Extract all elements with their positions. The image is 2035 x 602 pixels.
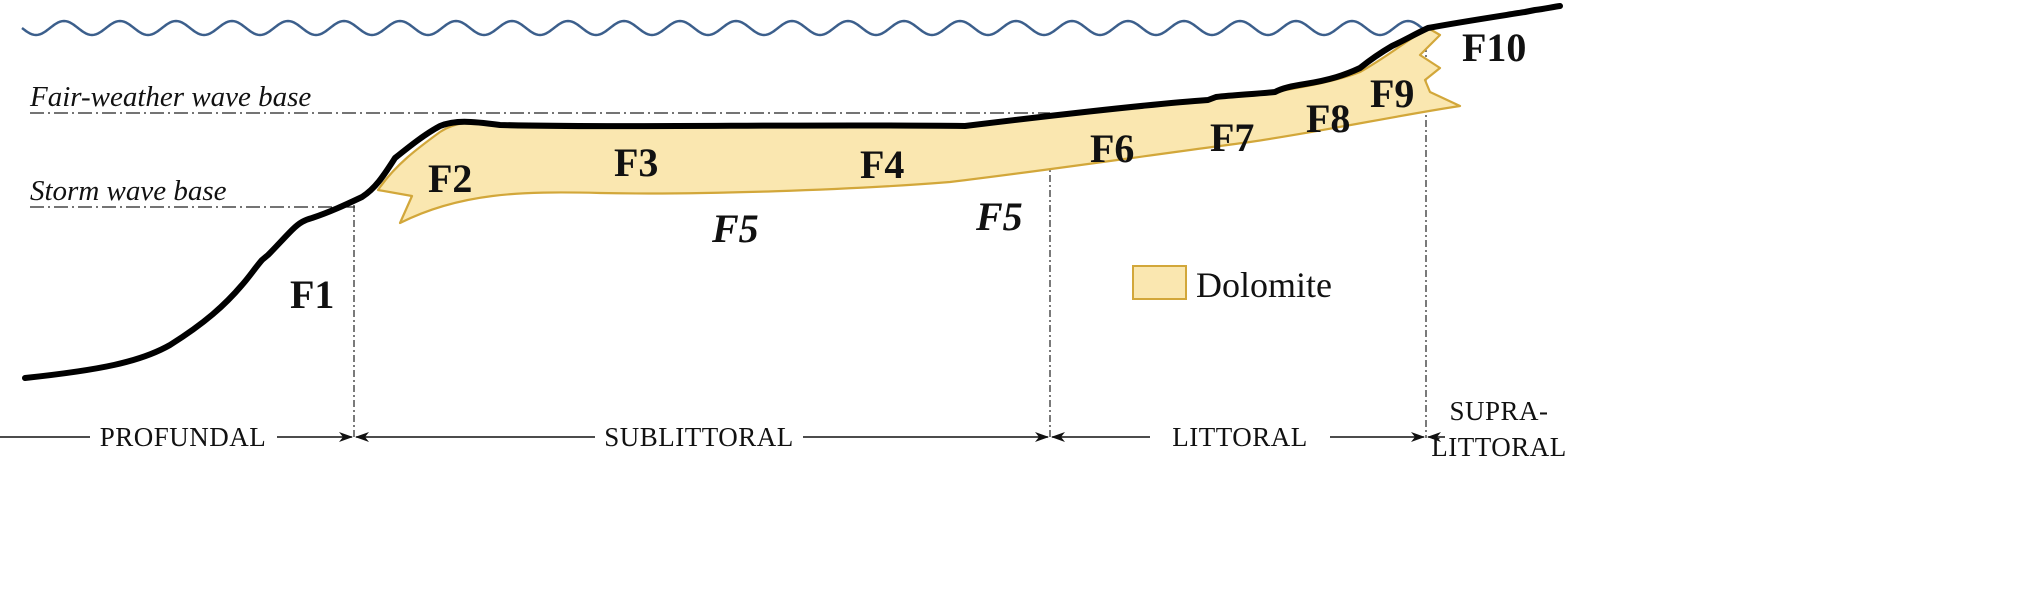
lake-bottom-profile: [22, 3, 1563, 381]
facies-label-f7: F7: [1210, 115, 1254, 160]
fair-weather-wave-base-label: Fair-weather wave base: [29, 81, 311, 113]
zone-label-littoral: LITTORAL: [1172, 422, 1307, 452]
zone-label-sublittoral: SUBLITTORAL: [604, 422, 794, 452]
facies-label-f6: F6: [1090, 126, 1134, 171]
facies-label-f8: F8: [1306, 96, 1350, 141]
facies-label-f4: F4: [860, 142, 904, 187]
legend-swatch-dolomite: [1132, 265, 1187, 300]
zone-label-supralittoral-line1: SUPRA-: [1449, 396, 1548, 426]
legend-label-dolomite: Dolomite: [1196, 265, 1332, 305]
zone-label-supralittoral-line2: LITTORAL: [1431, 432, 1566, 462]
facies-label-f1: F1: [290, 272, 334, 317]
zone-label-profundal: PROFUNDAL: [100, 422, 267, 452]
facies-label-f3: F3: [614, 140, 658, 185]
facies-label-f5-right: F5: [975, 194, 1023, 239]
water-surface-wave: [21, 19, 1431, 37]
facies-label-f5-left: F5: [711, 206, 759, 251]
facies-label-f9: F9: [1370, 71, 1414, 116]
facies-label-f2: F2: [428, 156, 472, 201]
storm-wave-base-label: Storm wave base: [30, 175, 227, 207]
facies-label-f10: F10: [1462, 25, 1526, 70]
